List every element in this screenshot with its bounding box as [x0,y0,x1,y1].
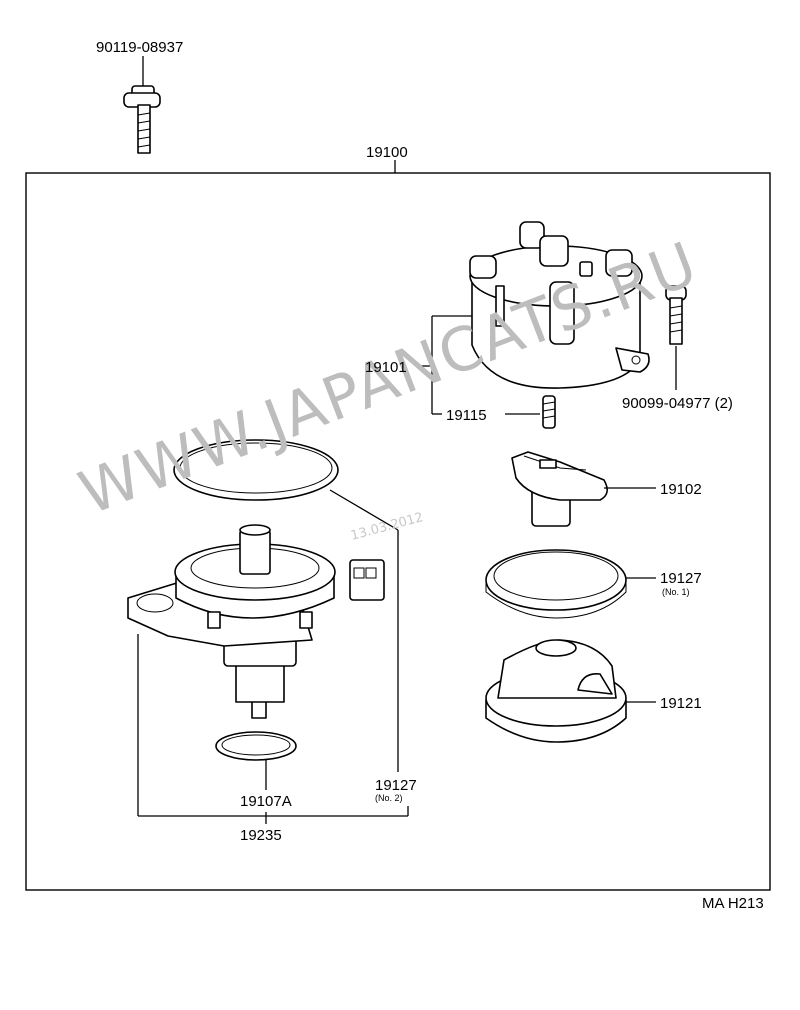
label-19101: 19101 [365,359,407,376]
gasket-19127-no2[interactable] [173,439,339,501]
distributor-housing-19235[interactable] [127,524,385,719]
label-19107a: 19107A [240,793,292,810]
label-19115: 19115 [446,407,487,424]
oring-19107a[interactable] [215,731,297,761]
label-19127-no2: 19127 [375,777,417,794]
spring-19115[interactable] [542,395,556,429]
cap-screw-90099-04977[interactable] [665,285,687,345]
rotor-19102[interactable] [511,451,608,527]
gasket-19127-no1[interactable] [485,549,627,619]
watermark-date: 13.03.2012 [349,510,425,544]
figure-code: MA H213 [702,895,764,912]
bolt-90119-08937[interactable] [123,85,161,154]
label-19121: 19121 [660,695,702,712]
distributor-cap-19101[interactable] [469,221,650,389]
assembly-frame [25,172,771,891]
dust-cover-19121[interactable] [485,639,627,743]
label-19127-no1: 19127 [660,570,702,587]
label-90119-08937: 90119-08937 [96,39,183,56]
label-90099-04977: 90099-04977 (2) [622,395,733,412]
label-19102: 19102 [660,481,702,498]
label-19100: 19100 [366,144,408,161]
label-19235: 19235 [240,827,282,844]
label-19127-no2-note: (No. 2) [375,793,403,803]
label-19127-no1-note: (No. 1) [662,587,690,597]
